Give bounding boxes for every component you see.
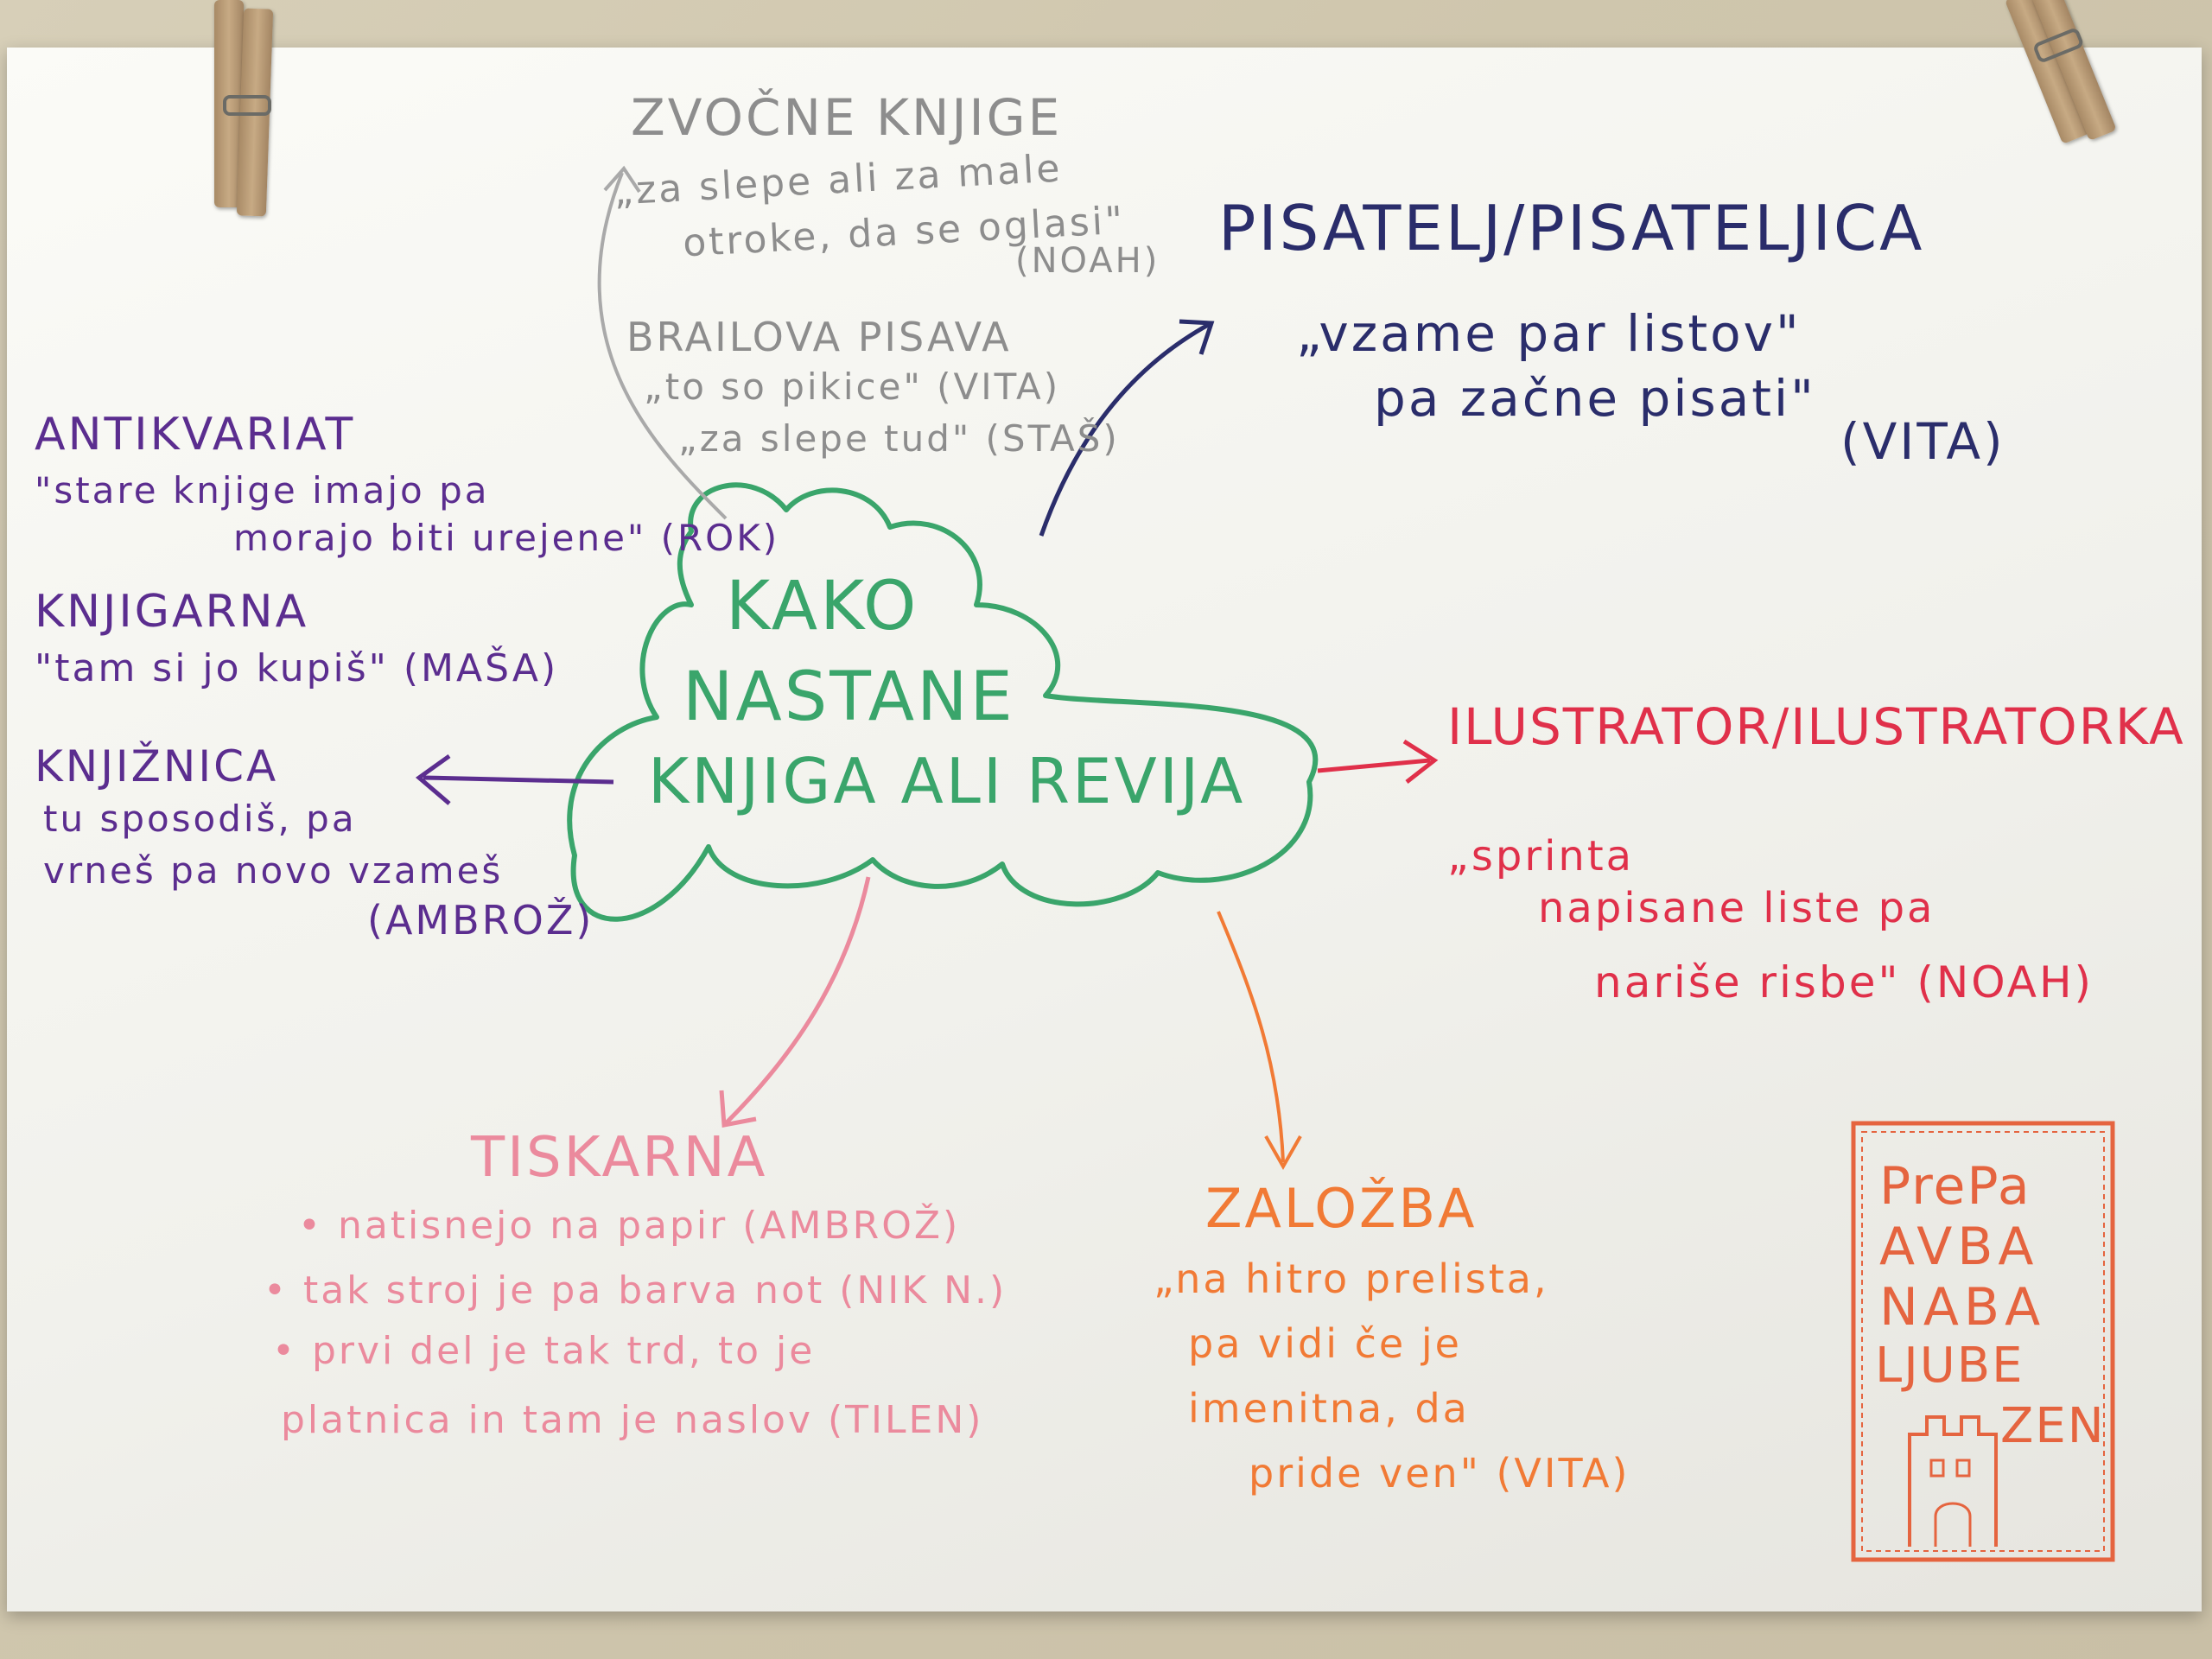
pisatelj-title: PISATELJ/PISATELJICA [1218, 192, 1925, 264]
center-line-1: KAKO [726, 568, 919, 645]
ilustrator-line-1: „sprinta [1447, 832, 1635, 880]
stamp-tower [1908, 1415, 1998, 1547]
stamp-row-3: NABA [1879, 1277, 2046, 1338]
arrow-zvocne [597, 172, 728, 520]
knjigarna-line-1: "tam si jo kupiš" (MAŠA) [35, 646, 559, 690]
zvocne-line-3: (NOAH) [1015, 241, 1160, 281]
ilustrator-line-2: napisane liste pa [1538, 884, 1936, 932]
zalozba-line-1: „na hitro prelista, [1154, 1255, 1549, 1302]
stamp-frame [1851, 1121, 2115, 1562]
center-line-2: NASTANE [683, 658, 1015, 736]
arrow-ilustrator [1317, 758, 1431, 773]
center-line-3: KNJIGA ALI REVIJA [648, 745, 1246, 817]
paper-sheet [7, 48, 2202, 1611]
arrow-zalozba [1217, 911, 1285, 1163]
zvocne-title: ZVOČNE KNJIGE [631, 88, 1063, 147]
arrow-tiskarna [724, 876, 871, 1125]
knjiznica-line-2: vrneš pa novo vzameš [43, 849, 504, 892]
arrow-left [423, 775, 614, 785]
stamp-row-4: LJUBE [1875, 1338, 2024, 1394]
tiskarna-line-4: platnica in tam je naslov (TILEN) [281, 1398, 984, 1442]
antikvariat-line-1: "stare knjige imajo pa [35, 469, 490, 512]
knjigarna-title: KNJIGARNA [35, 586, 309, 638]
tiskarna-line-3: • prvi del je tak trd, to je [272, 1329, 816, 1373]
brailova-line-1: „to so pikice" (VITA) [644, 365, 1061, 408]
ilustrator-line-3: nariše risbe" (NOAH) [1594, 957, 2094, 1007]
stamp-row-2: AVBA [1879, 1217, 2039, 1277]
tiskarna-line-2: • tak stroj je pa barva not (NIK N.) [264, 1268, 1007, 1313]
knjiznica-title: KNJIŽNICA [35, 741, 279, 791]
pisatelj-line-1: „vzame par listov" [1296, 304, 1802, 363]
cloud-outline [567, 482, 1319, 922]
zalozba-line-3: imenitna, da [1188, 1385, 1470, 1432]
antikvariat-title: ANTIKVARIAT [35, 409, 356, 461]
brailova-title: BRAILOVA PISAVA [626, 314, 1012, 360]
pisatelj-line-2: pa začne pisati" [1374, 369, 1816, 428]
stamp-row-1: PrePa [1879, 1156, 2031, 1217]
tiskarna-title: TISKARNA [471, 1126, 768, 1190]
zalozba-line-4: pride ven" (VITA) [1249, 1450, 1630, 1497]
knjiznica-line-3: (AMBROŽ) [367, 897, 594, 944]
antikvariat-line-2: morajo biti urejene" (ROK) [233, 517, 780, 559]
arrow-pisatelj [1039, 321, 1211, 537]
ilustrator-title: ILUSTRATOR/ILUSTRATORKA [1447, 697, 2185, 756]
pisatelj-line-3: (VITA) [1840, 412, 2005, 471]
brailova-line-2: „za slepe tud" (STAŠ) [678, 417, 1120, 460]
knjiznica-line-1: tu sposodiš, pa [43, 798, 357, 840]
zalozba-title: ZALOŽBA [1205, 1177, 1478, 1240]
stamp-row-5: ZEN [2000, 1398, 2106, 1454]
tiskarna-line-1: • natisnejo na papir (AMBROŽ) [298, 1204, 961, 1248]
zalozba-line-2: pa vidi če je [1188, 1320, 1462, 1367]
